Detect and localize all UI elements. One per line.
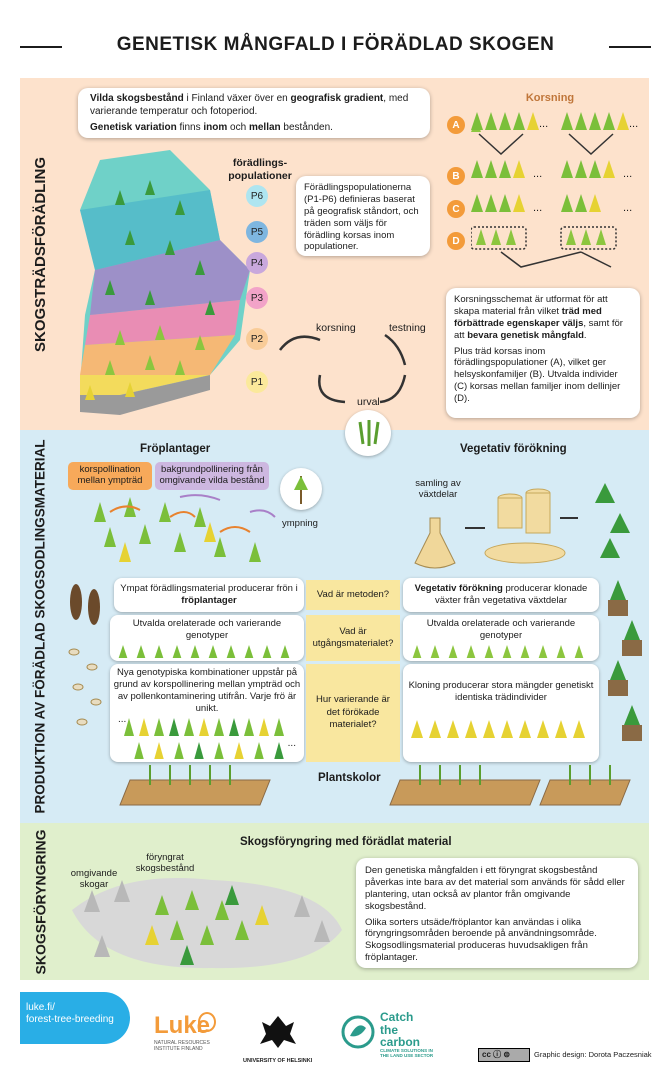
ellipsis-c2: ...	[623, 202, 633, 214]
populations-label: förädlings- populationer	[228, 157, 292, 182]
ellipsis-b: ...	[533, 168, 543, 180]
luke-leaf-icon	[198, 1012, 216, 1032]
regenerated-stand-label: föryngrat skogsbestånd	[135, 852, 195, 875]
regeneration-title: Skogsföryngring med förädlat material	[240, 836, 452, 848]
vegetative-title: Vegetativ förökning	[460, 443, 567, 455]
population-p5: P5	[246, 221, 268, 243]
cones-seeds-illustration	[68, 584, 102, 726]
page-title: GENETISK MÅNGFALD I FÖRÄDLAD SKOGEN	[116, 34, 555, 55]
right-method-cell: Vegetativ förökning producerar klonade v…	[403, 578, 599, 612]
question-method: Vad är metoden?	[306, 580, 400, 610]
population-p2: P2	[246, 328, 268, 350]
background-pollination-tag: bakgrundpollinering från omgivande vilda…	[155, 462, 269, 490]
seed-orchards-title: Fröplantager	[140, 443, 211, 455]
catch-the-carbon-icon	[341, 1015, 375, 1049]
dots-left: ...	[118, 714, 127, 725]
left-source-cell: Utvalda orelaterade och varierande genot…	[110, 615, 304, 661]
grafting-icon	[280, 468, 322, 510]
question-variation: Hur varierande är det förökade materiale…	[306, 664, 400, 762]
crossing-schema-box: Korsningsschemat är utformat för att ska…	[446, 288, 640, 418]
title-rule-right	[609, 46, 651, 48]
luke-link-badge[interactable]: luke.fi/ forest-tree-breeding	[20, 992, 130, 1044]
cycle-selection: urval	[357, 396, 380, 408]
dots-right: ...	[287, 738, 296, 749]
regenerated-forest-illustration	[72, 878, 342, 969]
right-variation-cell: Kloning producerar stora mängder genetis…	[403, 664, 599, 762]
ellipsis-b2: ...	[623, 168, 633, 180]
cross-row-b: B	[447, 167, 465, 185]
left-method-cell: Ympat förädlingsmaterial producerar frön…	[114, 578, 304, 612]
ellipsis-a2: ...	[629, 118, 639, 130]
title-rule-left	[20, 46, 62, 48]
seed-orchard-illustration	[94, 494, 276, 562]
nursery-illustration	[119, 765, 631, 806]
finland-map	[80, 150, 250, 415]
population-p1: P1	[246, 371, 268, 393]
question-source: Vad är utgångsmaterialet?	[306, 615, 400, 661]
cc-license-badge: cc ⓘ ⊜	[478, 1048, 530, 1062]
seedling-variation-graphic	[124, 717, 284, 759]
crossing-title: Korsning	[525, 92, 575, 104]
population-p3: P3	[246, 287, 268, 309]
intro-box: Vilda skogsbestånd i Finland växer över …	[78, 88, 430, 138]
cross-row-d: D	[447, 232, 465, 250]
link-line-1: luke.fi/	[26, 1002, 55, 1013]
regeneration-section-label: SKOGSFÖRYNGRING	[32, 829, 48, 974]
cycle-testing: testning	[389, 322, 426, 334]
production-section-label: PRODUKTION AV FÖRÄDLAD SKOGSODLINGSMATER…	[32, 439, 48, 814]
ellipsis-a: ...	[539, 118, 549, 130]
nursery-label: Plantskolor	[318, 772, 381, 784]
crossing-scheme: A B C D ... ... ... ... ... ...	[447, 112, 642, 268]
potted-plants-illustration	[608, 580, 642, 741]
cross-row-c: C	[447, 200, 465, 218]
helsinki-logo-text: UNIVERSITY OF HELSINKI	[243, 1058, 313, 1064]
design-credit: Graphic design: Dorota Paczesniak	[534, 1050, 652, 1059]
population-p4: P4	[246, 252, 268, 274]
surrounding-forests-label: omgivande skogar	[70, 868, 118, 891]
ellipsis-c: ...	[533, 202, 543, 214]
collect-label: samling av växtdelar	[415, 478, 461, 501]
population-p6: P6	[246, 185, 268, 207]
helsinki-logo-icon	[260, 1016, 296, 1048]
vegetative-illustration	[414, 483, 630, 569]
regeneration-info-box: Den genetiska mångfalden i ett föryngrat…	[356, 858, 638, 968]
left-source-trees	[118, 644, 290, 658]
grafting-label: ympning	[282, 518, 318, 529]
left-variation-cell: Nya genotypiska kombinationer uppstår på…	[110, 664, 304, 762]
selection-icon	[345, 410, 391, 456]
breeding-cycle-arrows	[279, 333, 407, 404]
cycle-crossing: korsning	[316, 322, 356, 334]
right-source-trees	[412, 644, 584, 658]
clone-trees	[411, 719, 585, 738]
population-info-box: Förädlingspopulationerna (P1-P6) definie…	[296, 176, 430, 256]
cross-pollination-tag: korspollination mellan ympträd	[68, 462, 152, 490]
cross-row-a: A	[447, 116, 465, 134]
link-line-2: forest-tree-breeding	[26, 1014, 114, 1025]
right-source-cell: Utvalda orelaterade och varierande genot…	[403, 615, 599, 661]
breeding-section-label: SKOGSTRÄDSFÖRÄDLING	[31, 156, 49, 352]
